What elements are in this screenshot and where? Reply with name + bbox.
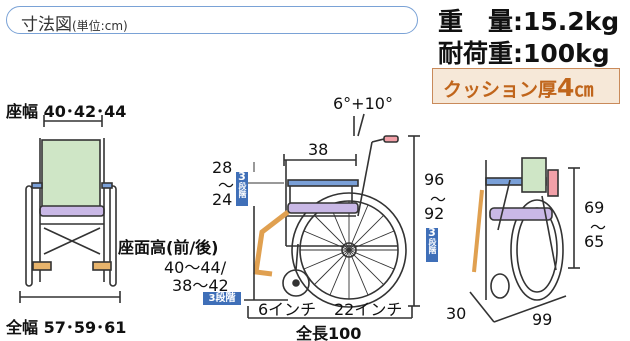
- folded-height-wave: 〜: [590, 218, 607, 237]
- seat-height-label: 座面高(前/後): [118, 238, 219, 257]
- arm-height-wave: 〜: [218, 176, 235, 195]
- rear-wheel-label: 22インチ: [334, 300, 403, 319]
- folded-height-bottom: 65: [584, 232, 605, 251]
- front-view-drawing: [19, 115, 121, 303]
- back-height-wave: 〜: [430, 190, 447, 209]
- folded-view-drawing: [469, 157, 580, 323]
- armrest-length-label: 38: [308, 140, 329, 159]
- back-height-bottom: 92: [424, 204, 445, 223]
- seat-height-front-value: 40〜44/: [164, 258, 227, 277]
- folded-length-label: 99: [532, 310, 553, 329]
- front-wheel-label: 6インチ: [258, 300, 317, 319]
- section-header: 寸法図(単位:cm): [6, 6, 418, 35]
- side-view-drawing: [244, 113, 420, 319]
- total-length-label: 全長100: [296, 324, 362, 341]
- seat-height-rear-value: 38〜42: [172, 276, 229, 295]
- backrest-angle-label: 6°+10°: [333, 94, 393, 113]
- cushion-badge: クッション厚4㎝: [432, 68, 620, 104]
- seat-width-label: 座幅 40･42･44: [6, 102, 127, 121]
- total-width-label: 全幅 57･59･61: [6, 318, 127, 337]
- weight-spec: 重 量:15.2kg: [438, 7, 620, 36]
- back-height-step-tag: 3 段階: [426, 227, 438, 262]
- section-title: 寸法図(単位:cm): [21, 15, 128, 35]
- folded-height-top: 69: [584, 198, 605, 217]
- folded-width-label: 30: [446, 304, 467, 323]
- seat-height-step-tag: 3段階: [203, 292, 241, 305]
- load-capacity-spec: 耐荷重:100kg: [438, 39, 610, 68]
- arm-height-bottom: 24: [212, 190, 233, 209]
- back-height-top: 96: [424, 170, 445, 189]
- arm-height-top: 28: [212, 158, 233, 177]
- unit-label: (単位:cm): [72, 19, 128, 33]
- arm-height-step-tag: 3 段階: [236, 171, 248, 206]
